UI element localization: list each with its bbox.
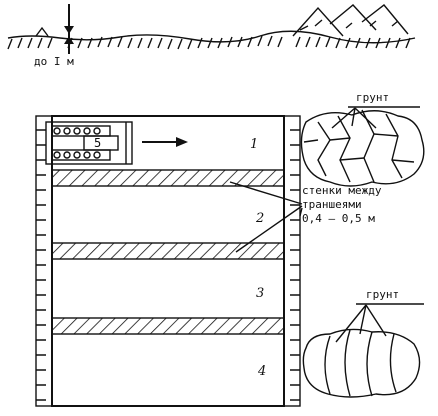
ground-hatching (7, 35, 411, 50)
soil-label-bottom: грунт (366, 288, 399, 301)
soil-mound-top (300, 106, 425, 187)
soil-mound-bottom (302, 303, 424, 398)
direction-arrow-icon (142, 137, 188, 147)
trench-cut (35, 26, 49, 37)
ground-section: до I м (7, 4, 416, 68)
trench-number-3: 3 (256, 286, 264, 301)
right-ruler (283, 115, 301, 407)
trenches-frame (51, 115, 285, 407)
depth-arrow-up-icon (64, 36, 74, 44)
walls-label-line-2: траншеями (302, 198, 362, 211)
walls-label-line-3: 0,4 – 0,5 м (302, 212, 375, 225)
trench-number-4: 4 (257, 364, 266, 379)
wall-1-2 (51, 169, 285, 187)
walls-label-line-1: стенки между (302, 184, 382, 197)
wall-3-4 (51, 317, 285, 335)
soil-label-top: грунт (356, 91, 389, 104)
walls-leaders (229, 181, 303, 253)
depth-label: до I м (34, 55, 74, 68)
left-ruler (35, 115, 53, 407)
depth-arrow-down-icon (64, 26, 74, 34)
trench-number-2: 2 (255, 211, 264, 226)
machine: 5 (45, 121, 133, 165)
wall-2-3 (51, 242, 285, 260)
ground-line (7, 30, 416, 44)
soil-piles (292, 4, 409, 37)
trench-number-1: 1 (250, 137, 258, 152)
machine-number: 5 (94, 136, 101, 150)
